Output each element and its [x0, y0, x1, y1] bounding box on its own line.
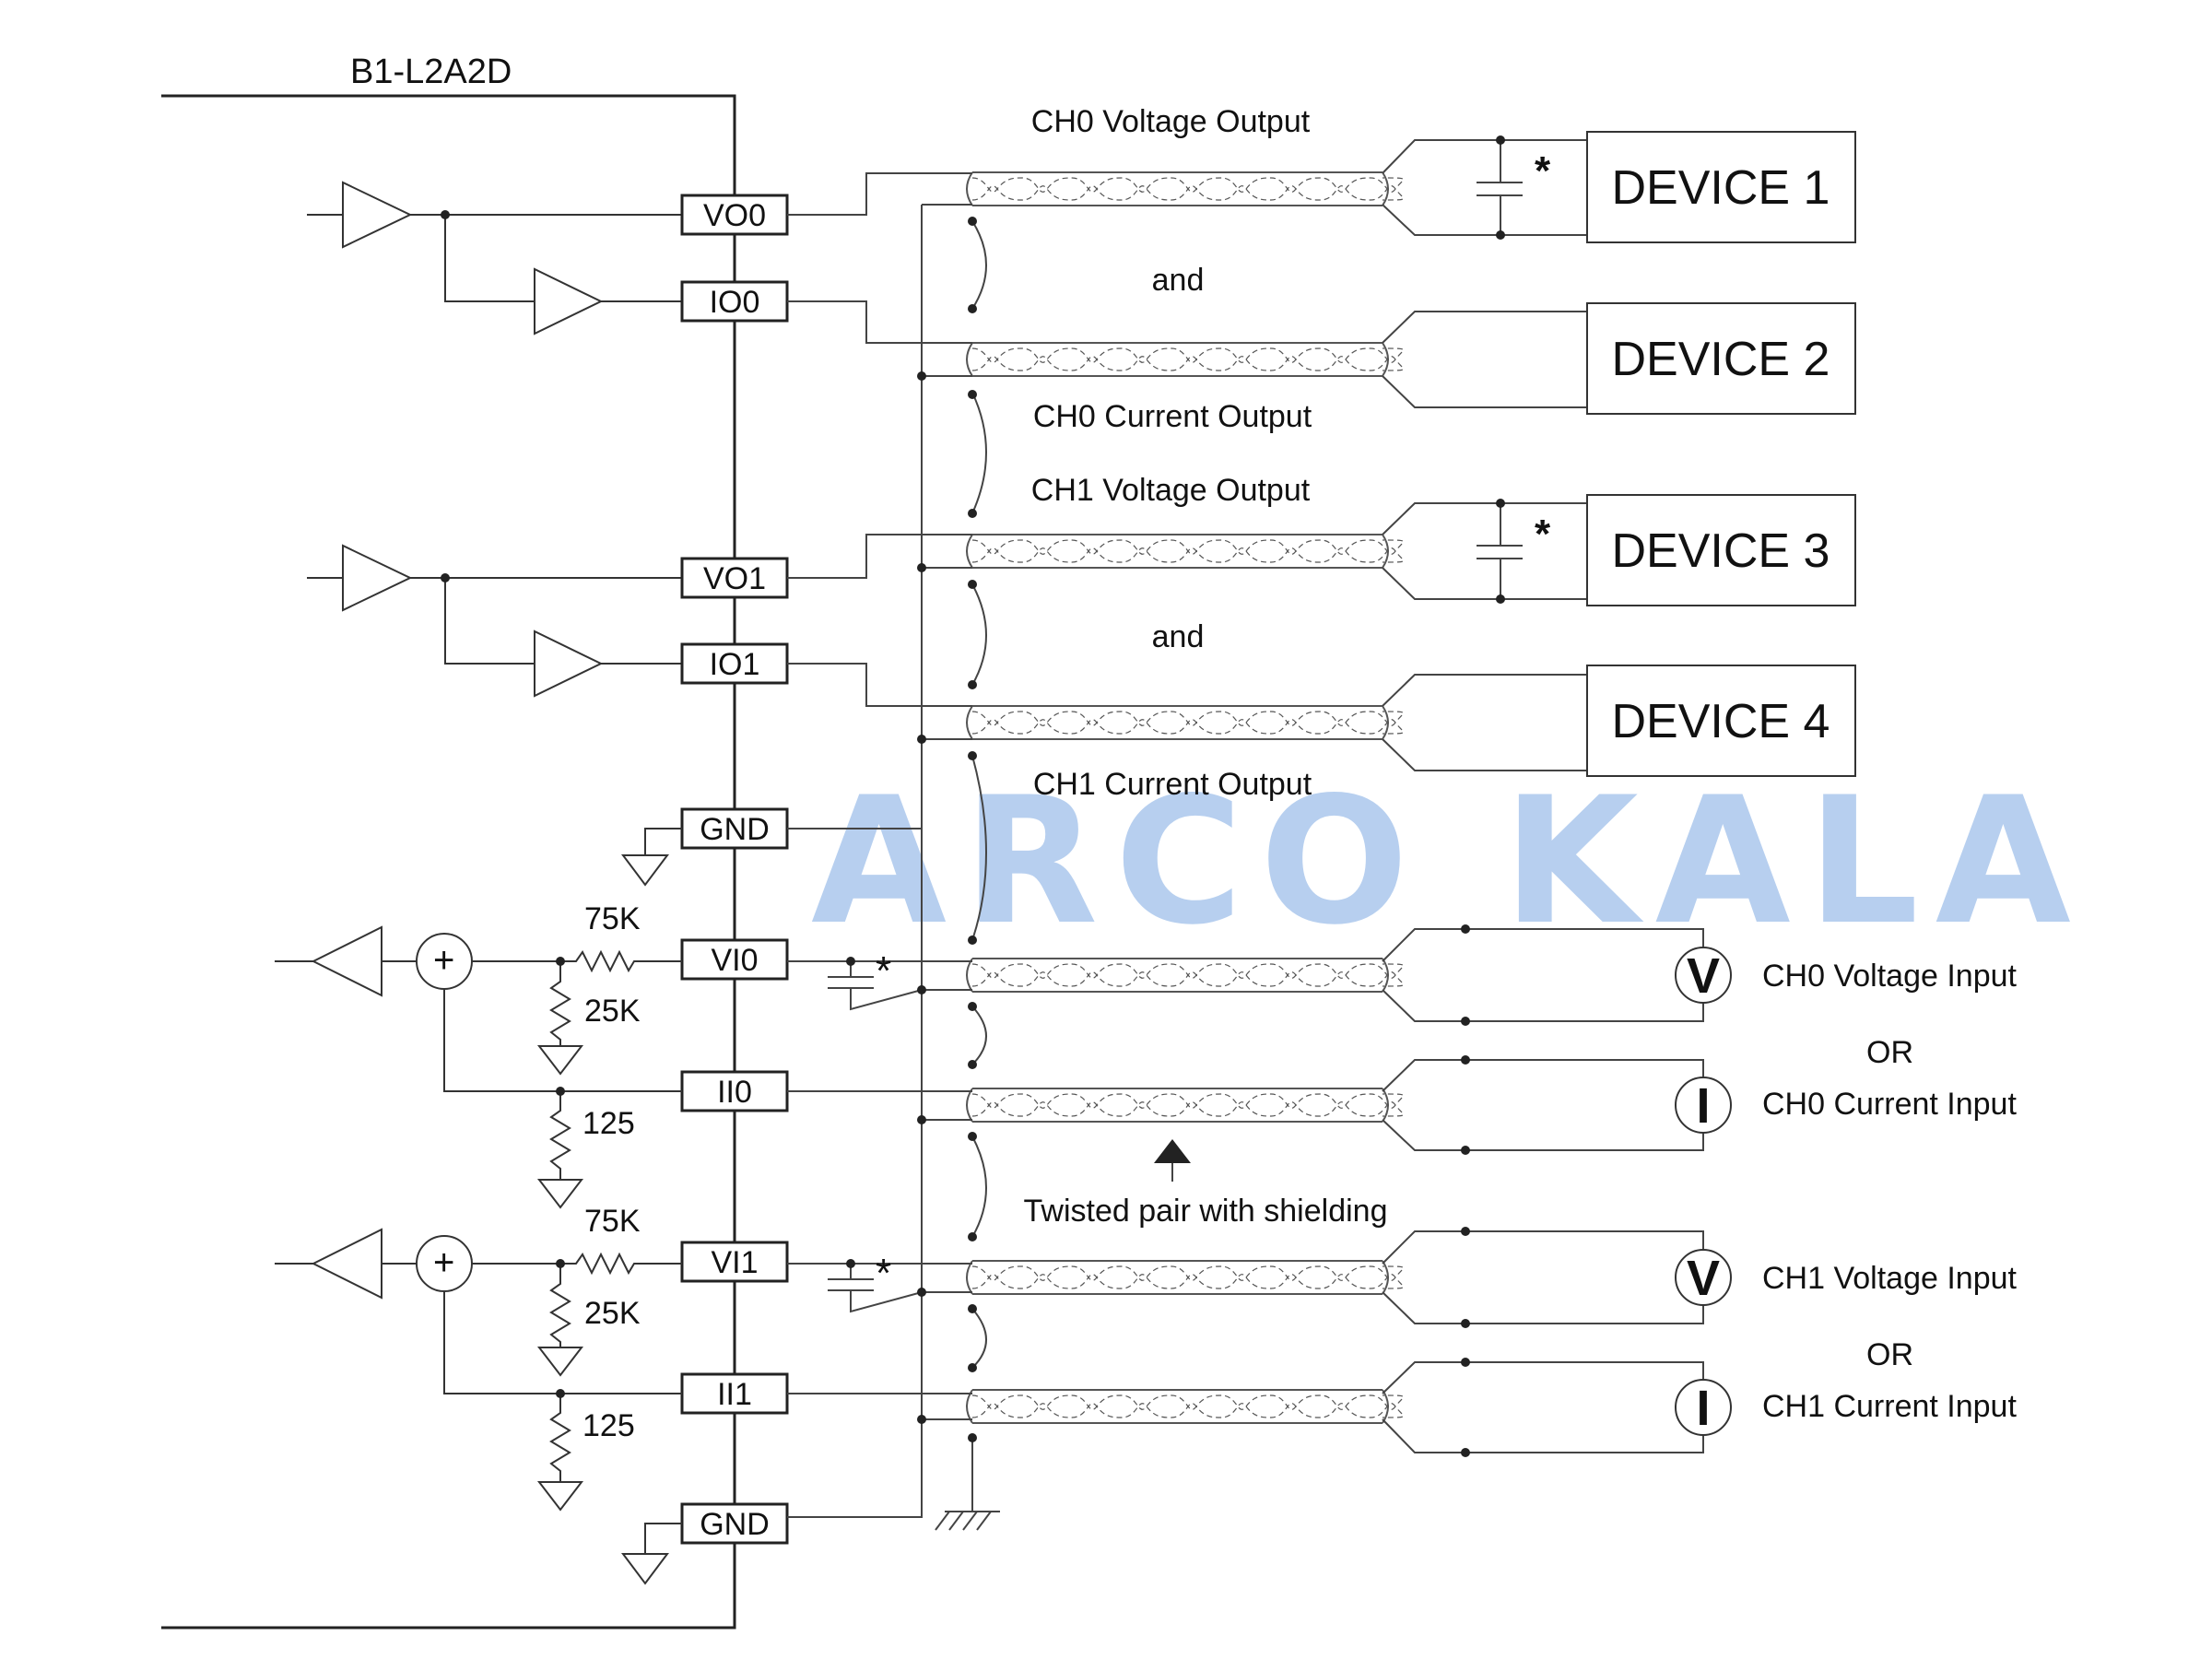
resistor-75k-1: 75K — [584, 1204, 641, 1239]
cable-label-ch0-voltage-output: CH0 Voltage Output — [1031, 104, 1311, 139]
cable-label-ch1-current-output: CH1 Current Output — [1033, 767, 1312, 802]
module-title: B1-L2A2D — [350, 53, 512, 91]
terminal-label-vo0: VO0 — [703, 198, 766, 233]
terminal-label-ii0: II0 — [717, 1075, 752, 1110]
twisted-pair-marker-icon — [1154, 1139, 1191, 1163]
terminal-label-io0: IO0 — [710, 285, 760, 320]
device-box-2 — [1586, 302, 1856, 415]
output-amplifiers — [307, 181, 682, 698]
resistor-25k-0: 25K — [584, 994, 641, 1029]
summer-plus-1: + — [433, 1242, 454, 1283]
cable-ii1 — [966, 1389, 1404, 1424]
input-label-ch0-current: CH0 Current Input — [1762, 1087, 2017, 1122]
watermark: ARCO KALA — [811, 759, 2088, 963]
module-outline — [161, 94, 736, 1630]
device-box-3 — [1586, 494, 1856, 606]
meter-i1: I — [1696, 1381, 1710, 1436]
cable-label-twisted-pair: Twisted pair with shielding — [1024, 1194, 1388, 1229]
ammeter-ch1-icon — [1675, 1379, 1732, 1436]
output-wires — [787, 172, 987, 1016]
ground-symbol-top — [621, 828, 682, 887]
input-label-ch1-voltage: CH1 Voltage Input — [1762, 1261, 2018, 1296]
cable-vi0 — [966, 958, 1404, 993]
terminal-vo0 — [680, 194, 789, 236]
input-label-ch0-voltage: CH0 Voltage Input — [1762, 959, 2018, 994]
cable-vi1 — [966, 1260, 1404, 1295]
terminal-io1 — [680, 642, 789, 685]
terminal-gnd-bottom — [680, 1502, 789, 1545]
input-label-or-1: OR — [1866, 1337, 1913, 1372]
device-label-1: DEVICE 1 — [1612, 161, 1830, 215]
voltmeter-ch1-icon — [1675, 1249, 1732, 1306]
device-wires — [1382, 139, 1587, 771]
input-wires — [787, 960, 1173, 1531]
cap-mark-3: * — [1535, 512, 1551, 557]
terminal-label-vi0: VI0 — [711, 943, 758, 978]
terminal-label-io1: IO1 — [710, 647, 760, 682]
cable-label-and-2: and — [1152, 619, 1205, 654]
input-label-ch1-current: CH1 Current Input — [1762, 1389, 2017, 1424]
cable-label-and-1: and — [1152, 263, 1205, 298]
device-label-4: DEVICE 4 — [1612, 695, 1830, 748]
terminal-vi0 — [680, 938, 789, 981]
input-label-or-0: OR — [1866, 1035, 1913, 1070]
resistor-125-1: 125 — [582, 1408, 635, 1443]
resistor-125-0: 125 — [582, 1106, 635, 1141]
input-circuits — [275, 925, 682, 1585]
meter-wires — [1382, 928, 1704, 1453]
cable-ch0-io — [966, 342, 1404, 377]
cable-ii0 — [966, 1088, 1404, 1123]
voltmeter-ch0-icon — [1675, 947, 1732, 1004]
resistor-25k-1: 25K — [584, 1296, 641, 1331]
cap-mark-1: * — [1535, 148, 1551, 194]
terminal-ii1 — [680, 1372, 789, 1415]
device-box-1 — [1586, 131, 1856, 243]
cable-label-ch1-voltage-output: CH1 Voltage Output — [1031, 473, 1311, 508]
terminal-vi1 — [680, 1241, 789, 1283]
cable-ch1-vo — [966, 534, 1404, 569]
summer-plus-0: + — [433, 940, 454, 981]
cap-mark-vi1: * — [876, 1251, 891, 1296]
cable-ch1-io — [966, 705, 1404, 740]
terminal-label-vo1: VO1 — [703, 561, 766, 596]
ammeter-ch0-icon — [1675, 1077, 1732, 1134]
meter-v1: V — [1687, 1251, 1720, 1306]
terminal-label-vi1: VI1 — [711, 1245, 758, 1280]
terminal-label-gnd-bottom: GND — [700, 1507, 770, 1542]
cap-mark-vi0: * — [876, 948, 891, 994]
cable-label-ch0-current-output: CH0 Current Output — [1033, 399, 1312, 434]
terminal-label-ii1: II1 — [717, 1377, 752, 1412]
cable-ch0-vo — [966, 171, 1404, 206]
resistor-75k-0: 75K — [584, 901, 641, 936]
meter-v0: V — [1687, 948, 1720, 1004]
meter-i0: I — [1696, 1078, 1710, 1134]
device-box-4 — [1586, 665, 1856, 777]
device-label-2: DEVICE 2 — [1612, 333, 1830, 386]
device-label-3: DEVICE 3 — [1612, 524, 1830, 578]
terminal-label-gnd-top: GND — [700, 812, 770, 847]
